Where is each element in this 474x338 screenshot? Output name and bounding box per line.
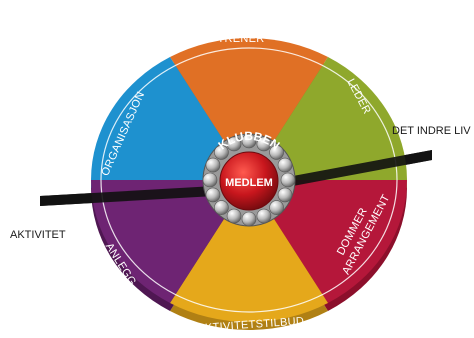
side-label-aktivitet: AKTIVITET: [10, 229, 66, 241]
hub-ball: [277, 157, 293, 173]
hub-ball: [256, 136, 272, 152]
segment-aktivitetstilbud: [170, 180, 328, 322]
side-label-det-indre-liv: DET INDRE LIV: [392, 125, 471, 137]
hub-ball: [214, 200, 229, 215]
segment-anlegg: [91, 180, 249, 303]
inner-ring-line: [100, 47, 398, 313]
center-hub: KLUBBEN MEDLEM: [202, 129, 296, 227]
segment-dommer: [249, 180, 407, 303]
hub-ball: [241, 211, 257, 227]
hub-ball: [256, 208, 272, 224]
center-core: [219, 151, 279, 211]
center-label: MEDLEM: [225, 177, 273, 189]
segment-label-trener: TRENER: [217, 33, 264, 45]
segment-trener: [170, 37, 328, 181]
hub-ball: [202, 172, 218, 188]
hub-ball: [269, 145, 284, 160]
disc-segments: [91, 37, 407, 322]
hub-ball: [205, 157, 221, 173]
hub-ball: [205, 187, 221, 203]
segment-leder: [249, 57, 407, 180]
hub-ball: [241, 133, 257, 149]
plane-band-front: [40, 150, 432, 206]
hub-ball: [280, 172, 296, 188]
hub-ball: [277, 187, 293, 203]
hub-ring-label: KLUBBEN: [216, 129, 283, 153]
hub-ball: [226, 136, 242, 152]
hub-ball-ring: [202, 133, 296, 227]
segment-organisasjon: [91, 57, 249, 180]
hub-ball: [226, 208, 242, 224]
hub-ball: [214, 145, 229, 160]
hub-ball: [269, 200, 284, 215]
